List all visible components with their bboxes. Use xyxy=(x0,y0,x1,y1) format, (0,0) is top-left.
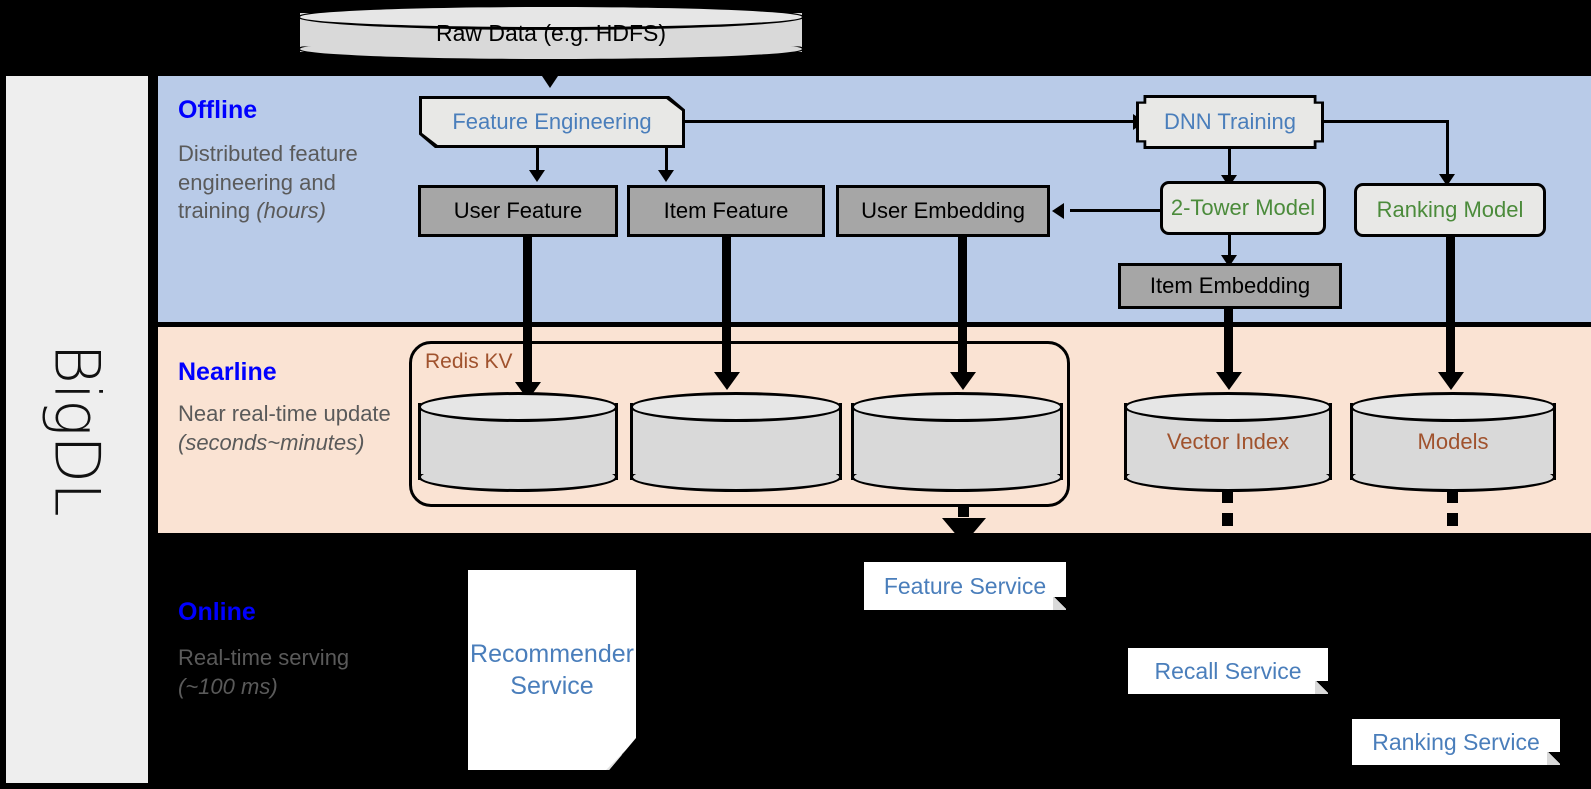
user-feature-label: User Feature xyxy=(453,198,583,223)
page-fold-icon xyxy=(1547,752,1560,765)
raw-data-datastore: Raw Data (e.g. HDFS) xyxy=(297,4,805,62)
page-fold-icon xyxy=(606,740,636,770)
pipe-rankingmodel-models xyxy=(1446,237,1455,382)
recommender-service-node[interactable]: Recommender Service xyxy=(468,570,636,770)
arrow-fe-userfeature-head xyxy=(529,170,545,182)
pipe-userembedding-store xyxy=(958,237,967,382)
recall-service-label: Recall Service xyxy=(1154,657,1302,684)
offline-description: Distributed feature engineering and trai… xyxy=(178,140,393,226)
item-embedding-label: Item Embedding xyxy=(1149,273,1311,298)
arrow-rawdata-fe-line xyxy=(549,62,552,84)
recall-service-node[interactable]: Recall Service xyxy=(1128,648,1328,694)
online-desc-text: Real-time serving xyxy=(178,645,350,670)
dash-redis-featureservice-1 xyxy=(958,504,969,517)
cylinder-top xyxy=(1124,392,1332,422)
pipe-itemfeature-head xyxy=(714,372,740,390)
cylinder-top xyxy=(1350,392,1556,422)
arrow-twotower-userembedding-line xyxy=(1070,209,1160,212)
page-fold-icon xyxy=(1053,597,1066,610)
arrow-rawdata-fe-head xyxy=(542,76,558,88)
pipe-rankingmodel-head xyxy=(1438,372,1464,390)
cylinder-top xyxy=(297,4,805,30)
dnn-training-label: DNN Training xyxy=(1139,98,1321,146)
models-label: Models xyxy=(1417,429,1489,454)
arrow-dnn-ranking-h xyxy=(1324,120,1449,123)
vector-index-store: Vector Index xyxy=(1124,392,1332,492)
vector-index-label: Vector Index xyxy=(1166,429,1290,454)
user-feature-node[interactable]: User Feature xyxy=(418,185,618,237)
item-embedding-node[interactable]: Item Embedding xyxy=(1118,263,1342,309)
user-embedding-label: User Embedding xyxy=(861,198,1025,223)
ranking-service-node[interactable]: Ranking Service xyxy=(1352,719,1560,765)
page-fold-icon xyxy=(1315,681,1328,694)
pipe-itemembedding-head xyxy=(1216,372,1242,390)
feature-service-node[interactable]: Feature Service xyxy=(864,562,1066,610)
recommender-service-label-line1: Recommender xyxy=(470,639,634,668)
nearline-description: Near real-time update (seconds~minutes) xyxy=(178,400,413,457)
two-tower-model-label: 2-Tower Model xyxy=(1170,195,1316,220)
cylinder-top xyxy=(851,392,1063,422)
pipe-itemfeature-store xyxy=(722,237,731,382)
ranking-model-node[interactable]: Ranking Model xyxy=(1354,183,1546,237)
dash-models-ranking-1 xyxy=(1447,490,1458,503)
pipe-userfeature-store xyxy=(523,237,532,392)
online-desc-italic: (~100 ms) xyxy=(178,673,278,699)
feature-engineering-label: Feature Engineering xyxy=(422,99,682,145)
offline-desc-italic: (hours) xyxy=(256,198,326,224)
offline-title: Offline xyxy=(178,96,258,124)
dnn-training-node[interactable]: DNN Training xyxy=(1136,95,1324,149)
user-embedding-node[interactable]: User Embedding xyxy=(836,185,1050,237)
item-feature-label: Item Feature xyxy=(663,198,789,223)
arrow-fe-itemfeature-line xyxy=(665,148,668,174)
ranking-service-label: Ranking Service xyxy=(1372,728,1540,755)
arrow-fe-itemfeature-head xyxy=(658,170,674,182)
arrow-fe-userfeature-line xyxy=(536,148,539,174)
online-title: Online xyxy=(178,598,256,626)
arrow-fe-dnn-line xyxy=(685,120,1137,123)
dash-redis-featureservice-head xyxy=(942,518,986,544)
arrow-twotower-itememb-line xyxy=(1228,235,1231,261)
user-feature-store xyxy=(418,392,618,492)
cylinder-top xyxy=(630,392,842,422)
feature-engineering-node[interactable]: Feature Engineering xyxy=(419,96,685,148)
arrow-twotower-userembedding-head xyxy=(1052,203,1064,219)
ranking-model-label: Ranking Model xyxy=(1376,197,1524,222)
two-tower-model-node[interactable]: 2-Tower Model xyxy=(1160,181,1326,235)
cylinder-top xyxy=(418,392,618,422)
arrow-dnn-twotower-line xyxy=(1228,149,1231,179)
dash-vectorindex-recall-1 xyxy=(1222,490,1233,503)
feature-service-label: Feature Service xyxy=(883,572,1047,599)
pipe-itemembedding-vectorindex xyxy=(1224,309,1233,382)
online-description: Real-time serving (~100 ms) xyxy=(178,644,393,701)
item-feature-node[interactable]: Item Feature xyxy=(627,185,825,237)
dash-models-ranking-2 xyxy=(1447,513,1458,526)
user-embedding-store xyxy=(851,392,1063,492)
models-store: Models xyxy=(1350,392,1556,492)
dash-vectorindex-recall-2 xyxy=(1222,513,1233,526)
nearline-title: Nearline xyxy=(178,358,277,386)
offline-desc-text: Distributed feature engineering and trai… xyxy=(178,141,358,224)
nearline-desc-text: Near real-time update xyxy=(178,401,391,426)
item-feature-store xyxy=(630,392,842,492)
raw-data-label: Raw Data (e.g. HDFS) xyxy=(435,19,667,46)
recommender-service-label-wrap: Recommender Service xyxy=(470,638,634,703)
pipe-userembedding-head xyxy=(950,372,976,390)
redis-kv-label: Redis KV xyxy=(425,350,513,373)
nearline-desc-italic: (seconds~minutes) xyxy=(178,429,365,455)
arrow-dnn-ranking-v xyxy=(1446,120,1449,178)
bigdl-sidebar: BigDL xyxy=(6,76,148,783)
bigdl-label: BigDL xyxy=(40,343,114,516)
redis-kv-container xyxy=(409,341,1070,507)
recommender-service-label-line2: Service xyxy=(510,672,594,700)
